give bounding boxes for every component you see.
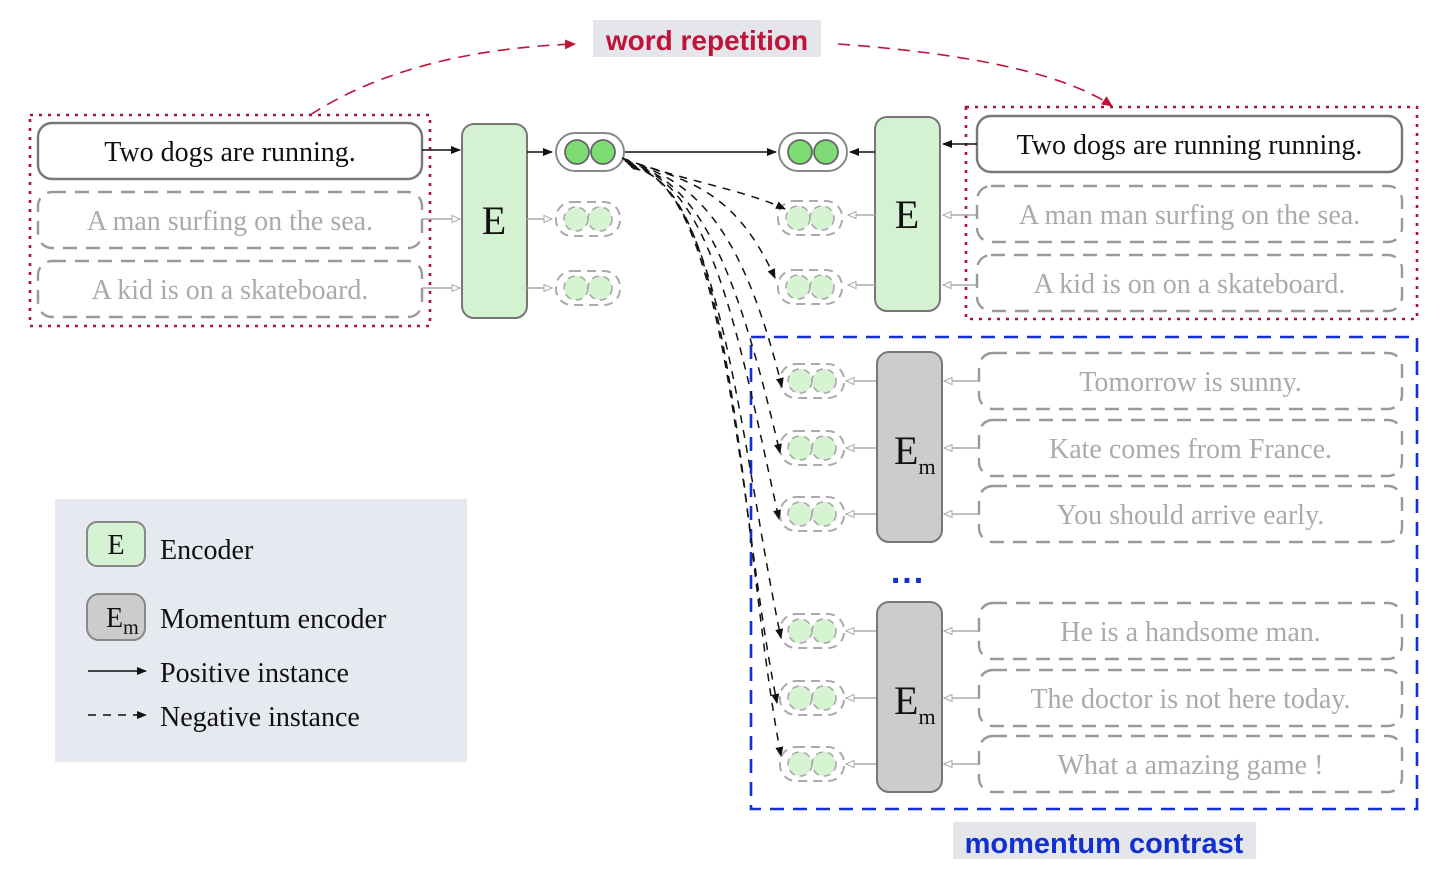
- sentence-text: What a amazing game !: [1058, 750, 1324, 781]
- right-sentence-2: A kid is on on a skateboard.: [975, 253, 1404, 313]
- query-embedding: [555, 132, 625, 172]
- right-sentence-1: A man man surfing on the sea.: [975, 184, 1404, 244]
- momentum-encoder-1: Em: [876, 601, 943, 793]
- negative-instance-arrow-0: [621, 157, 786, 210]
- left-sentence-0: Two dogs are running.: [36, 121, 424, 181]
- negative-instance-arrow-7: [632, 167, 784, 757]
- left-encoder: E: [461, 123, 528, 319]
- sentence-text: He is a handsome man.: [1060, 617, 1321, 648]
- momentum-embedding-1-1: [779, 680, 845, 716]
- sentence-text: A kid is on on a skateboard.: [1034, 269, 1346, 300]
- sentence-text: You should arrive early.: [1057, 500, 1325, 531]
- momentum-contrast-group: [749, 335, 1419, 811]
- left-sentence-group: [28, 113, 432, 328]
- left-sentence-1: A man surfing on the sea.: [36, 190, 424, 250]
- left-embedding-2: [555, 270, 621, 306]
- word-repetition-label: word repetition: [593, 20, 821, 57]
- legend-encoder-symbol: E: [107, 530, 124, 561]
- momentum-embedding-0-0: [779, 363, 845, 399]
- momentum-group-1: Em He is a handsome man. The doctor is not…: [779, 601, 1404, 794]
- sentence-text: A man man surfing on the sea.: [1019, 200, 1360, 231]
- sentence-text: A man surfing on the sea.: [87, 206, 373, 237]
- sentence-text: Two dogs are running running.: [1017, 130, 1363, 161]
- momentum-sentence-0-1: Kate comes from France.: [977, 418, 1404, 478]
- momentum-sentence-1-1: The doctor is not here today.: [977, 668, 1404, 728]
- legend-item-encoder: E Encoder: [86, 521, 254, 567]
- ellipsis: ...: [891, 553, 925, 591]
- left-encoder-label: E: [482, 198, 506, 243]
- sentence-text: A kid is on a skateboard.: [92, 275, 369, 306]
- right-sentence-0: Two dogs are running running.: [975, 114, 1404, 174]
- sentence-text: The doctor is not here today.: [1030, 684, 1350, 715]
- sentence-text: Tomorrow is sunny.: [1079, 367, 1302, 398]
- negative-instance-arrow-2: [624, 160, 784, 388]
- momentum-sentence-0-0: Tomorrow is sunny.: [977, 351, 1404, 411]
- word-repetition-arrow-right: [837, 43, 1113, 107]
- word-repetition-arrow-left: [309, 39, 576, 116]
- momentum-contrast-label: momentum contrast: [953, 822, 1256, 860]
- legend-item-momentum-encoder: Em Momentum encoder: [86, 593, 387, 641]
- momentum-sentence-0-2: You should arrive early.: [977, 484, 1404, 544]
- word-repetition-text: word repetition: [605, 25, 808, 56]
- legend-momentum-label: Momentum encoder: [160, 604, 387, 635]
- right-encoder: E: [874, 116, 941, 312]
- momentum-encoder-label: Em: [894, 678, 936, 729]
- momentum-encoder-0: Em: [876, 351, 943, 543]
- legend-encoder-label: Encoder: [160, 535, 254, 566]
- negative-instance-arrow-5: [629, 164, 784, 639]
- legend-positive-label: Positive instance: [160, 658, 349, 689]
- momentum-embedding-1-0: [779, 613, 845, 649]
- right-encoder-label: E: [895, 192, 919, 237]
- legend-negative-label: Negative instance: [160, 702, 360, 733]
- right-embedding-2: [777, 269, 843, 305]
- right-sentence-group: [964, 105, 1419, 321]
- negative-instance-arrow-4: [627, 163, 781, 520]
- momentum-encoder-label: Em: [894, 428, 936, 479]
- sentence-text: Two dogs are running.: [104, 137, 356, 168]
- negative-instance-arrow-3: [626, 161, 782, 454]
- left-embedding-1: [555, 201, 621, 237]
- momentum-contrast-text: momentum contrast: [965, 828, 1244, 860]
- legend-item-positive: Positive instance: [88, 658, 349, 689]
- momentum-embedding-0-2: [779, 496, 845, 532]
- momentum-group-0: Em Tomorrow is sunny. Kate comes from Fran…: [779, 351, 1404, 544]
- positive-embedding: [778, 132, 848, 172]
- right-embedding-1: [777, 200, 843, 236]
- legend-momentum-symbol: Em: [106, 603, 139, 639]
- momentum-embedding-0-1: [779, 430, 845, 466]
- momentum-sentence-1-0: He is a handsome man.: [977, 601, 1404, 661]
- negative-instance-arrow-1: [623, 158, 776, 279]
- sentence-text: Kate comes from France.: [1049, 434, 1332, 465]
- momentum-embedding-1-2: [779, 746, 845, 782]
- negative-instance-arrow-6: [630, 166, 780, 704]
- legend: E Encoder Em Momentum encoder Positive i…: [55, 499, 467, 762]
- left-sentence-2: A kid is on a skateboard.: [36, 259, 424, 319]
- momentum-sentence-1-2: What a amazing game !: [977, 734, 1404, 794]
- legend-item-negative: Negative instance: [88, 702, 360, 733]
